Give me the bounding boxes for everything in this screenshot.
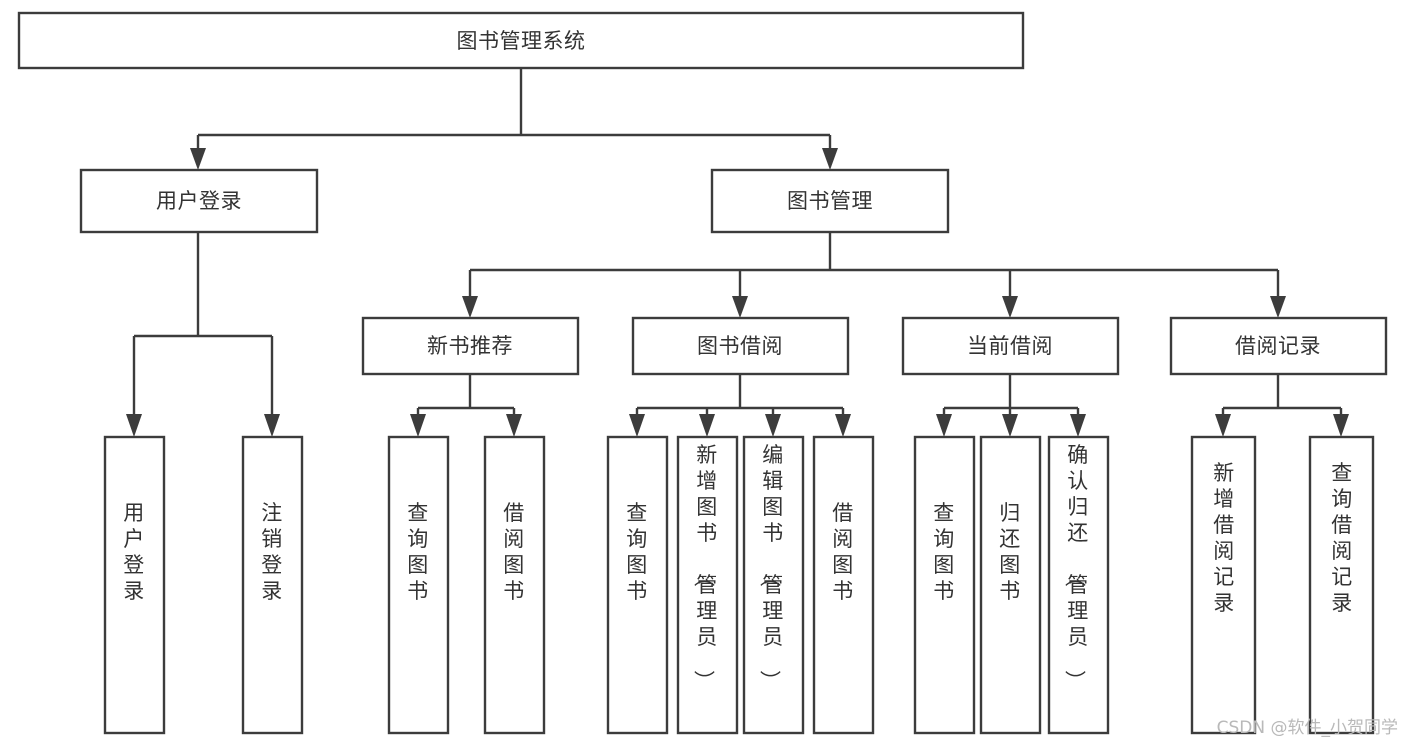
node-leaf-add-book-box[interactable] <box>676 435 739 735</box>
node-leaf-add-record[interactable]: 新增借阅记录 <box>1190 435 1257 735</box>
node-leaf-query-book-2-label: 查询图书 <box>626 501 648 603</box>
node-leaf-query-book-2[interactable]: 查询图书 <box>606 435 669 735</box>
arrow-to-leaf-query-book-1 <box>410 414 426 437</box>
node-leaf-query-record-label: 查询借阅记录 <box>1331 461 1353 615</box>
arrow-to-borrow-record <box>1270 296 1286 318</box>
node-current-borrow-label: 当前借阅 <box>967 334 1053 358</box>
arrow-to-current-borrow <box>1002 296 1018 318</box>
node-user-login[interactable]: 用户登录 <box>79 168 319 234</box>
node-leaf-add-book-label: 新增图书（管理员） <box>691 443 718 692</box>
node-leaf-confirm-return[interactable]: 确认归还（管理员） <box>1047 435 1110 735</box>
node-root[interactable]: 图书管理系统 <box>17 11 1025 70</box>
connector-user-login-trunk <box>132 232 274 420</box>
arrow-to-leaf-query-record <box>1333 414 1349 437</box>
arrow-to-leaf-query-book-2 <box>629 414 645 437</box>
node-user-login-label: 用户登录 <box>156 189 242 213</box>
node-book-borrow-box[interactable] <box>631 316 850 376</box>
node-leaf-user-login-label: 用户登录 <box>123 501 145 603</box>
node-leaf-borrow-book-1-box[interactable] <box>483 435 546 735</box>
node-new-book-rec-label: 新书推荐 <box>427 334 513 358</box>
node-leaf-confirm-return-box[interactable] <box>1047 435 1110 735</box>
connector-book-manage-trunk <box>468 232 1280 302</box>
node-leaf-add-book[interactable]: 新增图书（管理员） <box>676 435 739 735</box>
arrow-to-leaf-borrow-book-2 <box>835 414 851 437</box>
node-leaf-add-record-box[interactable] <box>1190 435 1257 735</box>
node-borrow-record[interactable]: 借阅记录 <box>1169 316 1388 376</box>
arrow-to-leaf-query-book-3 <box>936 414 952 437</box>
node-current-borrow[interactable]: 当前借阅 <box>901 316 1120 376</box>
node-leaf-edit-book-label: 编辑图书（管理员） <box>757 443 784 692</box>
arrow-to-leaf-add-record <box>1215 414 1231 437</box>
node-leaf-query-book-1-label: 查询图书 <box>407 501 429 603</box>
arrow-to-leaf-add-book <box>699 414 715 437</box>
node-leaf-query-book-1-box[interactable] <box>387 435 450 735</box>
connector-borrow-record-trunk <box>1221 374 1343 420</box>
connector-root-trunk <box>196 68 832 155</box>
node-leaf-query-book-1[interactable]: 查询图书 <box>387 435 450 735</box>
node-book-manage-label: 图书管理 <box>787 189 873 213</box>
arrow-to-book-borrow <box>732 296 748 318</box>
node-leaf-query-book-3-label: 查询图书 <box>933 501 955 603</box>
node-user-login-box[interactable] <box>79 168 319 234</box>
node-leaf-user-logout-label: 注销登录 <box>261 501 283 603</box>
node-borrow-record-box[interactable] <box>1169 316 1388 376</box>
node-leaf-edit-book-box[interactable] <box>742 435 805 735</box>
node-root-label: 图书管理系统 <box>457 29 586 53</box>
arrow-to-leaf-confirm-return <box>1070 414 1086 437</box>
node-leaf-borrow-book-2-label: 借阅图书 <box>832 501 854 603</box>
arrow-to-leaf-borrow-book-1 <box>506 414 522 437</box>
node-leaf-borrow-book-1-label: 借阅图书 <box>503 501 525 603</box>
node-current-borrow-box[interactable] <box>901 316 1120 376</box>
arrow-to-book-manage <box>822 148 838 170</box>
arrow-to-leaf-user-logout <box>264 414 280 437</box>
node-leaf-borrow-book-2[interactable]: 借阅图书 <box>812 435 875 735</box>
connector-book-borrow-trunk <box>635 374 845 420</box>
node-leaf-edit-book[interactable]: 编辑图书（管理员） <box>742 435 805 735</box>
node-leaf-user-login-box[interactable] <box>103 435 166 735</box>
arrow-to-new-book-rec <box>462 296 478 318</box>
node-book-manage-box[interactable] <box>710 168 950 234</box>
node-leaf-query-record[interactable]: 查询借阅记录 <box>1308 435 1375 735</box>
arrow-to-leaf-edit-book <box>765 414 781 437</box>
node-leaf-query-book-2-box[interactable] <box>606 435 669 735</box>
node-leaf-user-logout[interactable]: 注销登录 <box>241 435 304 735</box>
node-leaf-confirm-return-label: 确认归还（管理员） <box>1062 443 1089 692</box>
node-book-borrow-label: 图书借阅 <box>697 334 783 358</box>
arrow-to-leaf-user-login <box>126 414 142 437</box>
node-leaf-user-login[interactable]: 用户登录 <box>103 435 166 735</box>
node-book-manage[interactable]: 图书管理 <box>710 168 950 234</box>
node-root-box[interactable] <box>17 11 1025 70</box>
node-new-book-rec-box[interactable] <box>361 316 580 376</box>
arrow-to-leaf-return-book <box>1002 414 1018 437</box>
arrow-to-user-login <box>190 148 206 170</box>
node-leaf-return-book-box[interactable] <box>979 435 1042 735</box>
node-leaf-return-book-label: 归还图书 <box>999 501 1021 603</box>
node-leaf-add-record-label: 新增借阅记录 <box>1213 461 1235 615</box>
connector-layer <box>126 68 1349 437</box>
node-leaf-borrow-book-2-box[interactable] <box>812 435 875 735</box>
node-book-borrow[interactable]: 图书借阅 <box>631 316 850 376</box>
node-borrow-record-label: 借阅记录 <box>1235 334 1321 358</box>
watermark-label: CSDN @软件_小贺同学 <box>1217 718 1398 738</box>
node-leaf-borrow-book-1[interactable]: 借阅图书 <box>483 435 546 735</box>
node-leaf-user-logout-box[interactable] <box>241 435 304 735</box>
node-leaf-query-book-3-box[interactable] <box>913 435 976 735</box>
node-leaf-query-record-box[interactable] <box>1308 435 1375 735</box>
node-leaf-query-book-3[interactable]: 查询图书 <box>913 435 976 735</box>
connector-new-book-rec-trunk <box>416 374 516 420</box>
node-leaf-return-book[interactable]: 归还图书 <box>979 435 1042 735</box>
connector-current-borrow-trunk <box>942 374 1080 420</box>
node-new-book-rec[interactable]: 新书推荐 <box>361 316 580 376</box>
